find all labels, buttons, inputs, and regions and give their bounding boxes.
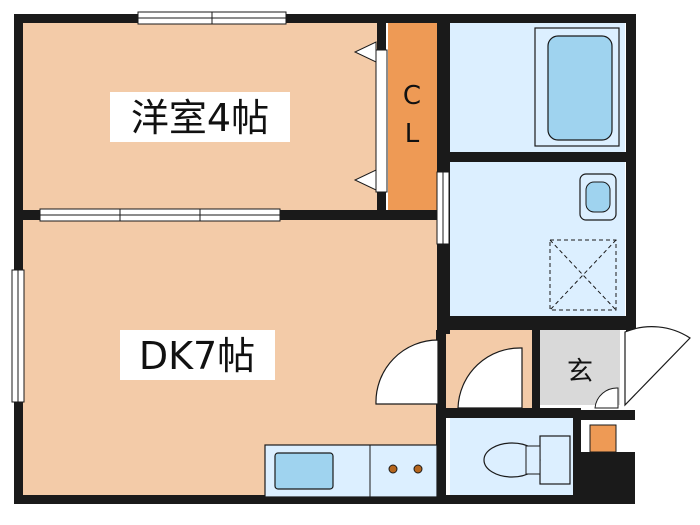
- wall-toilet-right: [573, 408, 581, 504]
- door-toilet: [457, 347, 523, 409]
- meter-box: [589, 424, 617, 453]
- washer-pan-icon: [549, 239, 617, 311]
- wall-right-bottom: [580, 452, 635, 504]
- wall-bottom: [14, 495, 450, 504]
- western-room-label: 洋室4帖: [131, 96, 269, 140]
- door-dk: [375, 339, 439, 405]
- wall-wash-hall: [437, 316, 632, 330]
- toilet-icon: [483, 435, 571, 485]
- wall-left: [14, 14, 23, 504]
- window-top: [137, 11, 287, 25]
- entrance-label: 玄: [567, 357, 593, 387]
- wall-bath-wash: [445, 152, 630, 162]
- closet-label-bottom: L: [405, 119, 420, 149]
- door-entrance: [624, 326, 691, 407]
- sliding-door-washroom: [436, 171, 450, 245]
- bathtub-icon: [534, 27, 620, 147]
- western-room-label-group: 洋室4帖: [110, 92, 290, 142]
- closet-label-top: C: [403, 81, 421, 111]
- wall-right-upper: [626, 14, 636, 334]
- dk-label-group: DK7帖: [120, 330, 275, 380]
- sliding-door-western: [39, 208, 281, 222]
- closet-floor: [388, 22, 438, 212]
- wall-hall-toilet: [446, 408, 581, 418]
- wall-right-lower: [580, 410, 635, 420]
- kitchen-sink-icon: [274, 452, 334, 490]
- wall-bottom-right: [440, 495, 580, 504]
- wall-top: [14, 14, 636, 23]
- windows: [11, 11, 287, 403]
- window-left: [11, 269, 25, 403]
- sliding-door-closet: [353, 41, 388, 193]
- wall-hall-entrance: [532, 330, 540, 408]
- stove-icon: [388, 464, 423, 474]
- door-small: [594, 387, 619, 409]
- dk-label: DK7帖: [139, 334, 255, 378]
- wall-dk-right: [436, 330, 446, 500]
- sink-icon: [579, 173, 617, 221]
